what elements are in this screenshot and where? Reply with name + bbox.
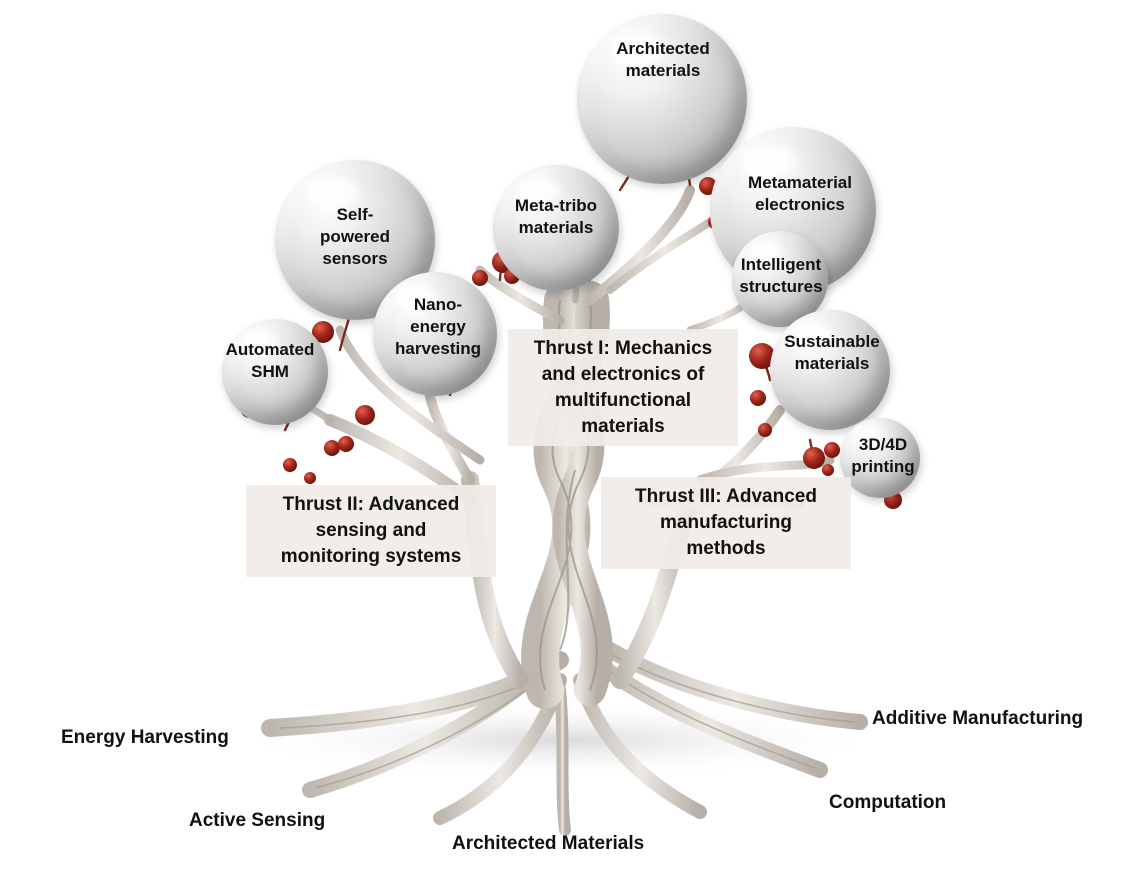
root-label-active-sensing: Active Sensing [189, 810, 325, 832]
bubble-label-self-powered: Self- powered sensors [305, 204, 405, 270]
bubble-label-architected: Architected materials [588, 38, 738, 82]
bubble-label-intelligent: Intelligent structures [722, 254, 840, 298]
root-label-energy-harvesting: Energy Harvesting [61, 727, 229, 749]
bubble-label-printing: 3D/4D printing [833, 434, 933, 478]
bubble-label-meta-tribo: Meta-tribo materials [496, 195, 616, 239]
root-label-computation: Computation [829, 792, 946, 814]
thrust-3-panel: Thrust III: Advanced manufacturing metho… [601, 477, 851, 569]
root-label-additive-manufacturing: Additive Manufacturing [872, 708, 1083, 730]
thrust-2-panel: Thrust II: Advanced sensing and monitori… [246, 485, 496, 577]
bubble-label-automated-shm: Automated SHM [210, 339, 330, 383]
bubble-label-sustainable: Sustainable materials [762, 331, 902, 375]
bubble-label-nano-energy: Nano- energy harvesting [383, 294, 493, 360]
thrust-1-panel: Thrust I: Mechanics and electronics of m… [508, 329, 738, 446]
bubble-label-metamaterial-electronics: Metamaterial electronics [730, 172, 870, 216]
root-label-architected-materials: Architected Materials [452, 833, 644, 855]
